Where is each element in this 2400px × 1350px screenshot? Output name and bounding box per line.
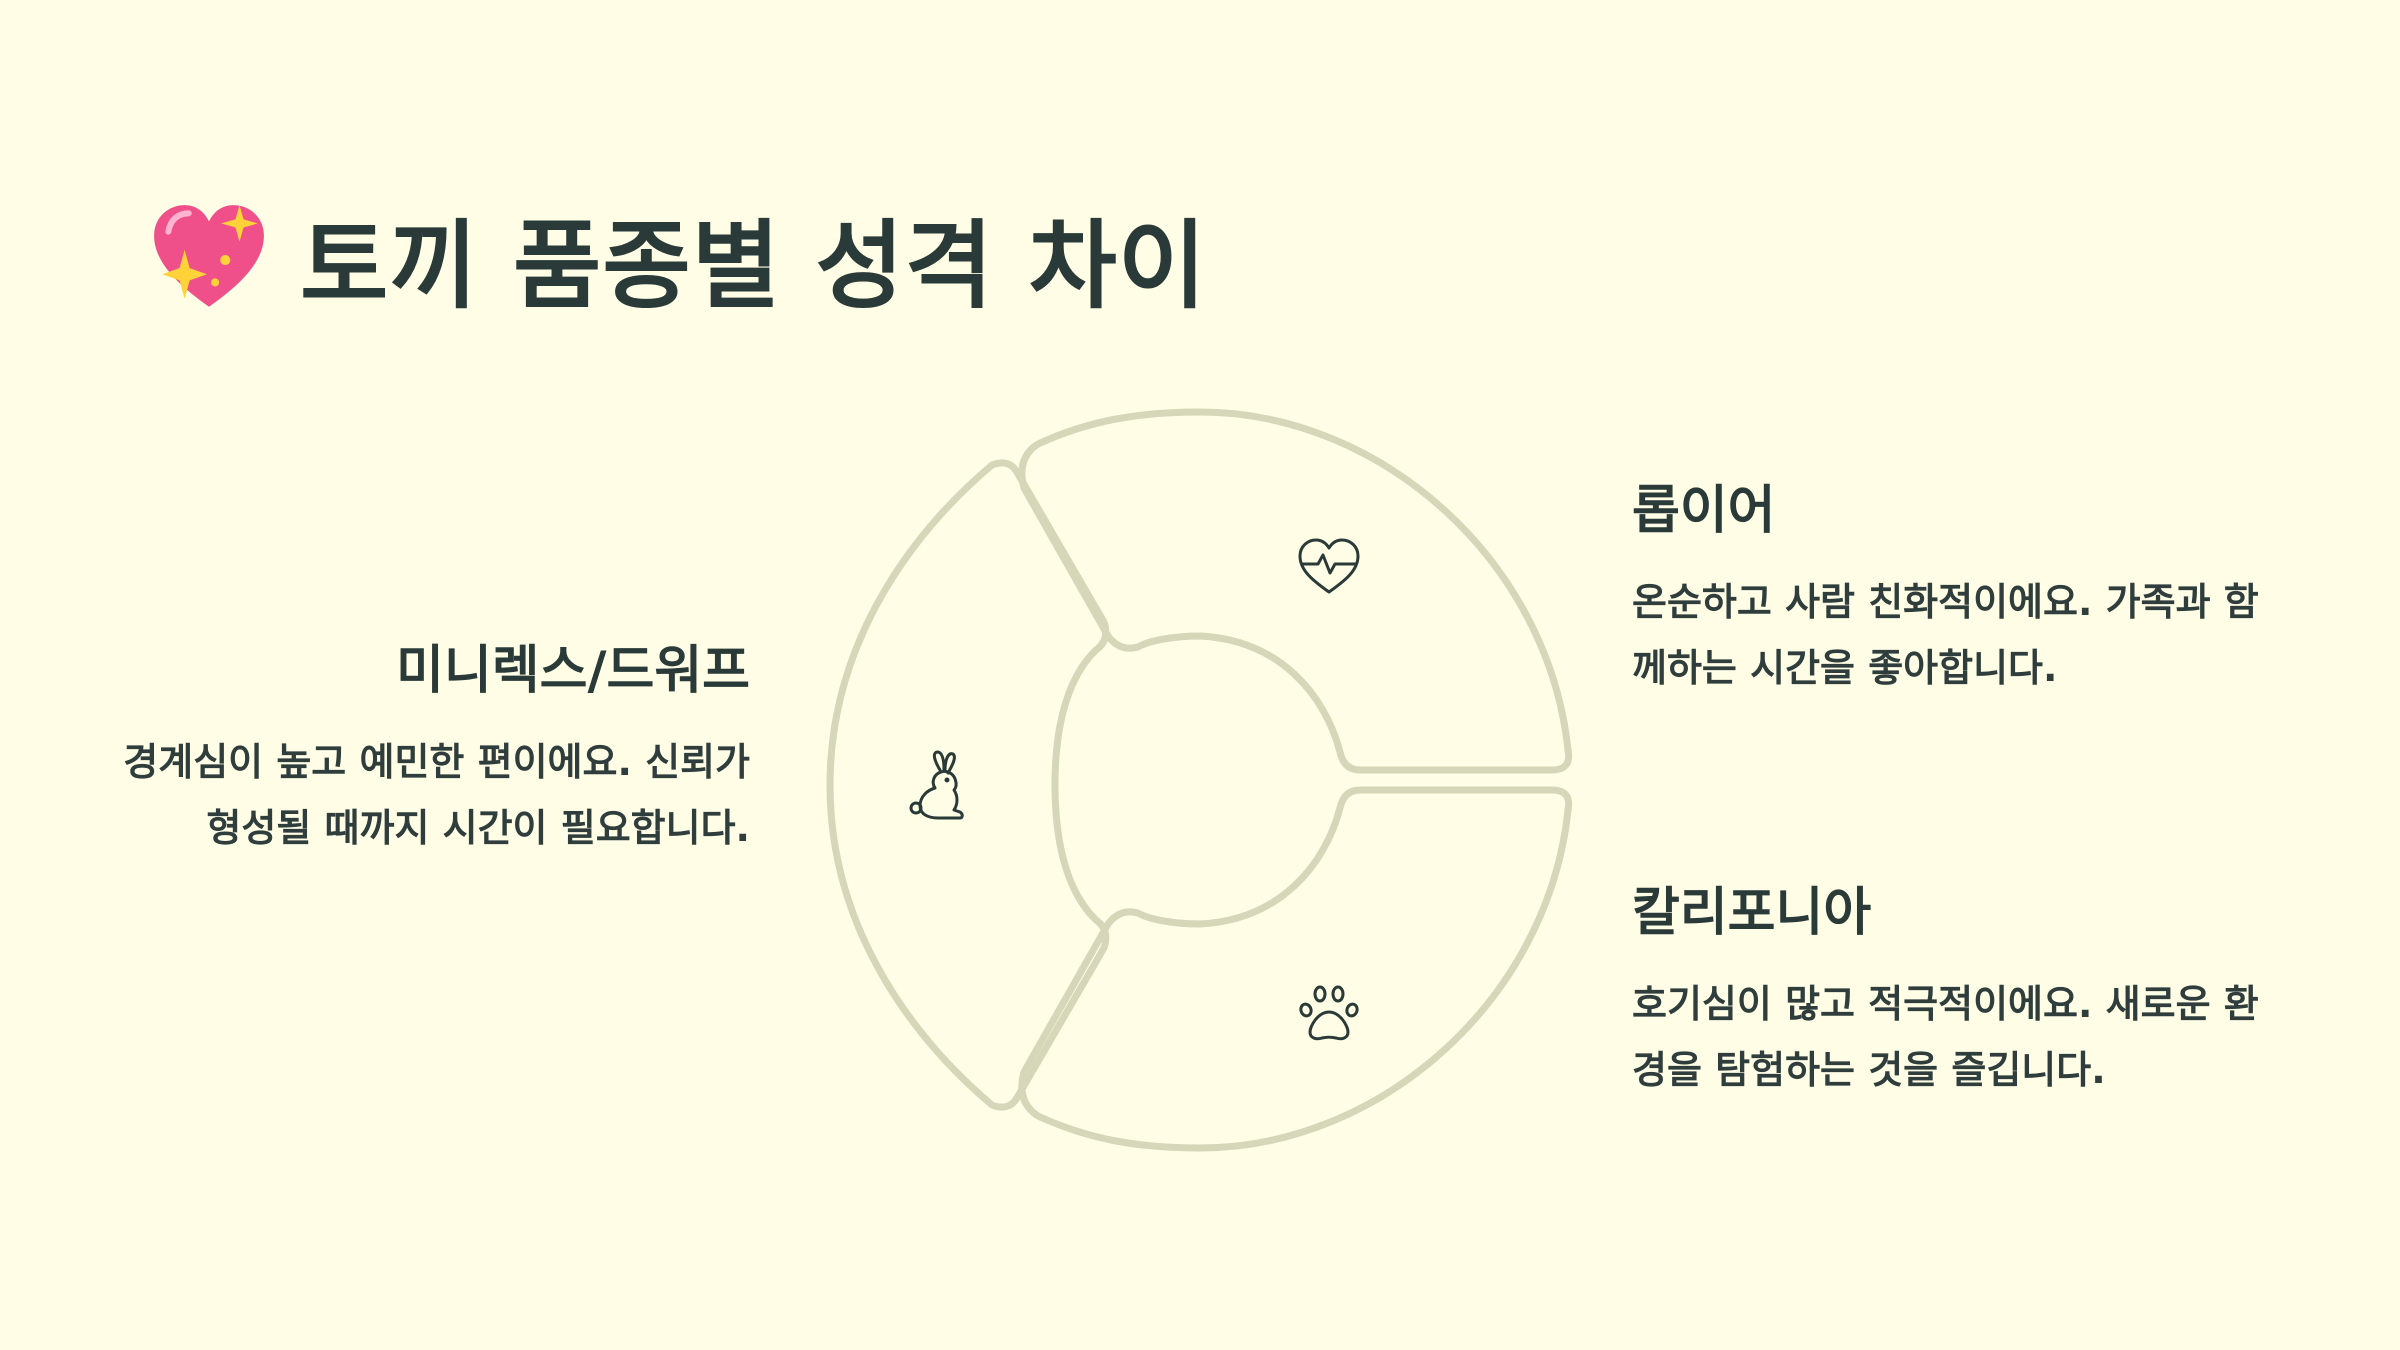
breed-name: 칼리포니아 <box>1632 883 1872 943</box>
breed-name: 미니렉스/드워프 <box>396 641 750 701</box>
page-title: 토끼 품종별 성격 차이 <box>148 188 1207 327</box>
title-text: 토끼 품종별 성격 차이 <box>300 210 1208 322</box>
rabbit-icon <box>909 750 964 820</box>
breed-card-californian: 칼리포니아 호기심이 많고 적극적이에요. 새로운 환경을 탐험하는 것을 즐깁… <box>1632 870 2272 1103</box>
breed-description: 온순하고 사람 친화적이에요. 가족과 함께하는 시간을 좋아합니다. <box>1632 580 2259 690</box>
heartbeat-icon <box>1298 538 1360 594</box>
segment-left <box>826 459 1110 1111</box>
breed-ring-diagram <box>826 408 1573 1152</box>
paw-icon <box>1299 985 1359 1041</box>
segment-bottom-right <box>1018 786 1573 1152</box>
sparkling-heart-icon <box>154 204 264 307</box>
breed-card-mini-rex: 미니렉스/드워프 경계심이 높고 예민한 편이에요. 신뢰가 형성될 때까지 시… <box>110 628 750 861</box>
breed-name: 롭이어 <box>1632 481 1776 541</box>
breed-description: 경계심이 높고 예민한 편이에요. 신뢰가 형성될 때까지 시간이 필요합니다. <box>123 740 750 850</box>
breed-description: 호기심이 많고 적극적이에요. 새로운 환경을 탐험하는 것을 즐깁니다. <box>1632 982 2259 1092</box>
breed-card-lop-ear: 롭이어 온순하고 사람 친화적이에요. 가족과 함께하는 시간을 좋아합니다. <box>1632 468 2272 701</box>
segment-top-right <box>1018 408 1573 774</box>
